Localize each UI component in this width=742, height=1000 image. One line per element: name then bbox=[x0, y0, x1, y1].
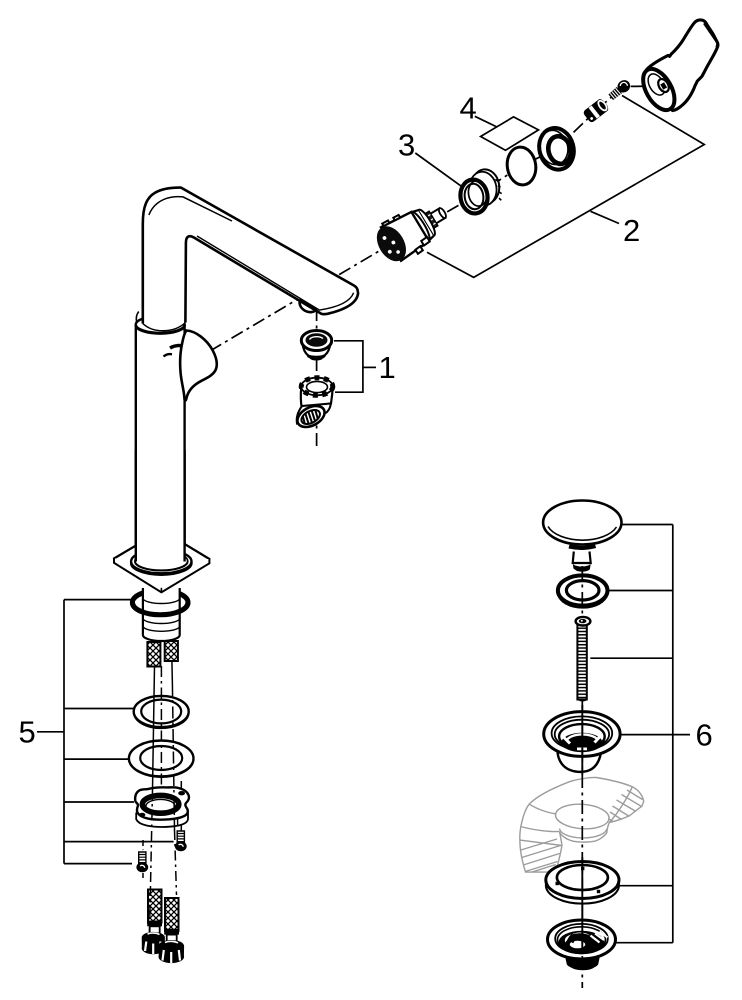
svg-text:4: 4 bbox=[460, 91, 477, 126]
svg-text:1: 1 bbox=[379, 350, 396, 385]
svg-text:2: 2 bbox=[623, 213, 640, 248]
svg-text:5: 5 bbox=[19, 715, 36, 750]
svg-text:3: 3 bbox=[398, 128, 415, 163]
svg-text:6: 6 bbox=[696, 718, 713, 753]
